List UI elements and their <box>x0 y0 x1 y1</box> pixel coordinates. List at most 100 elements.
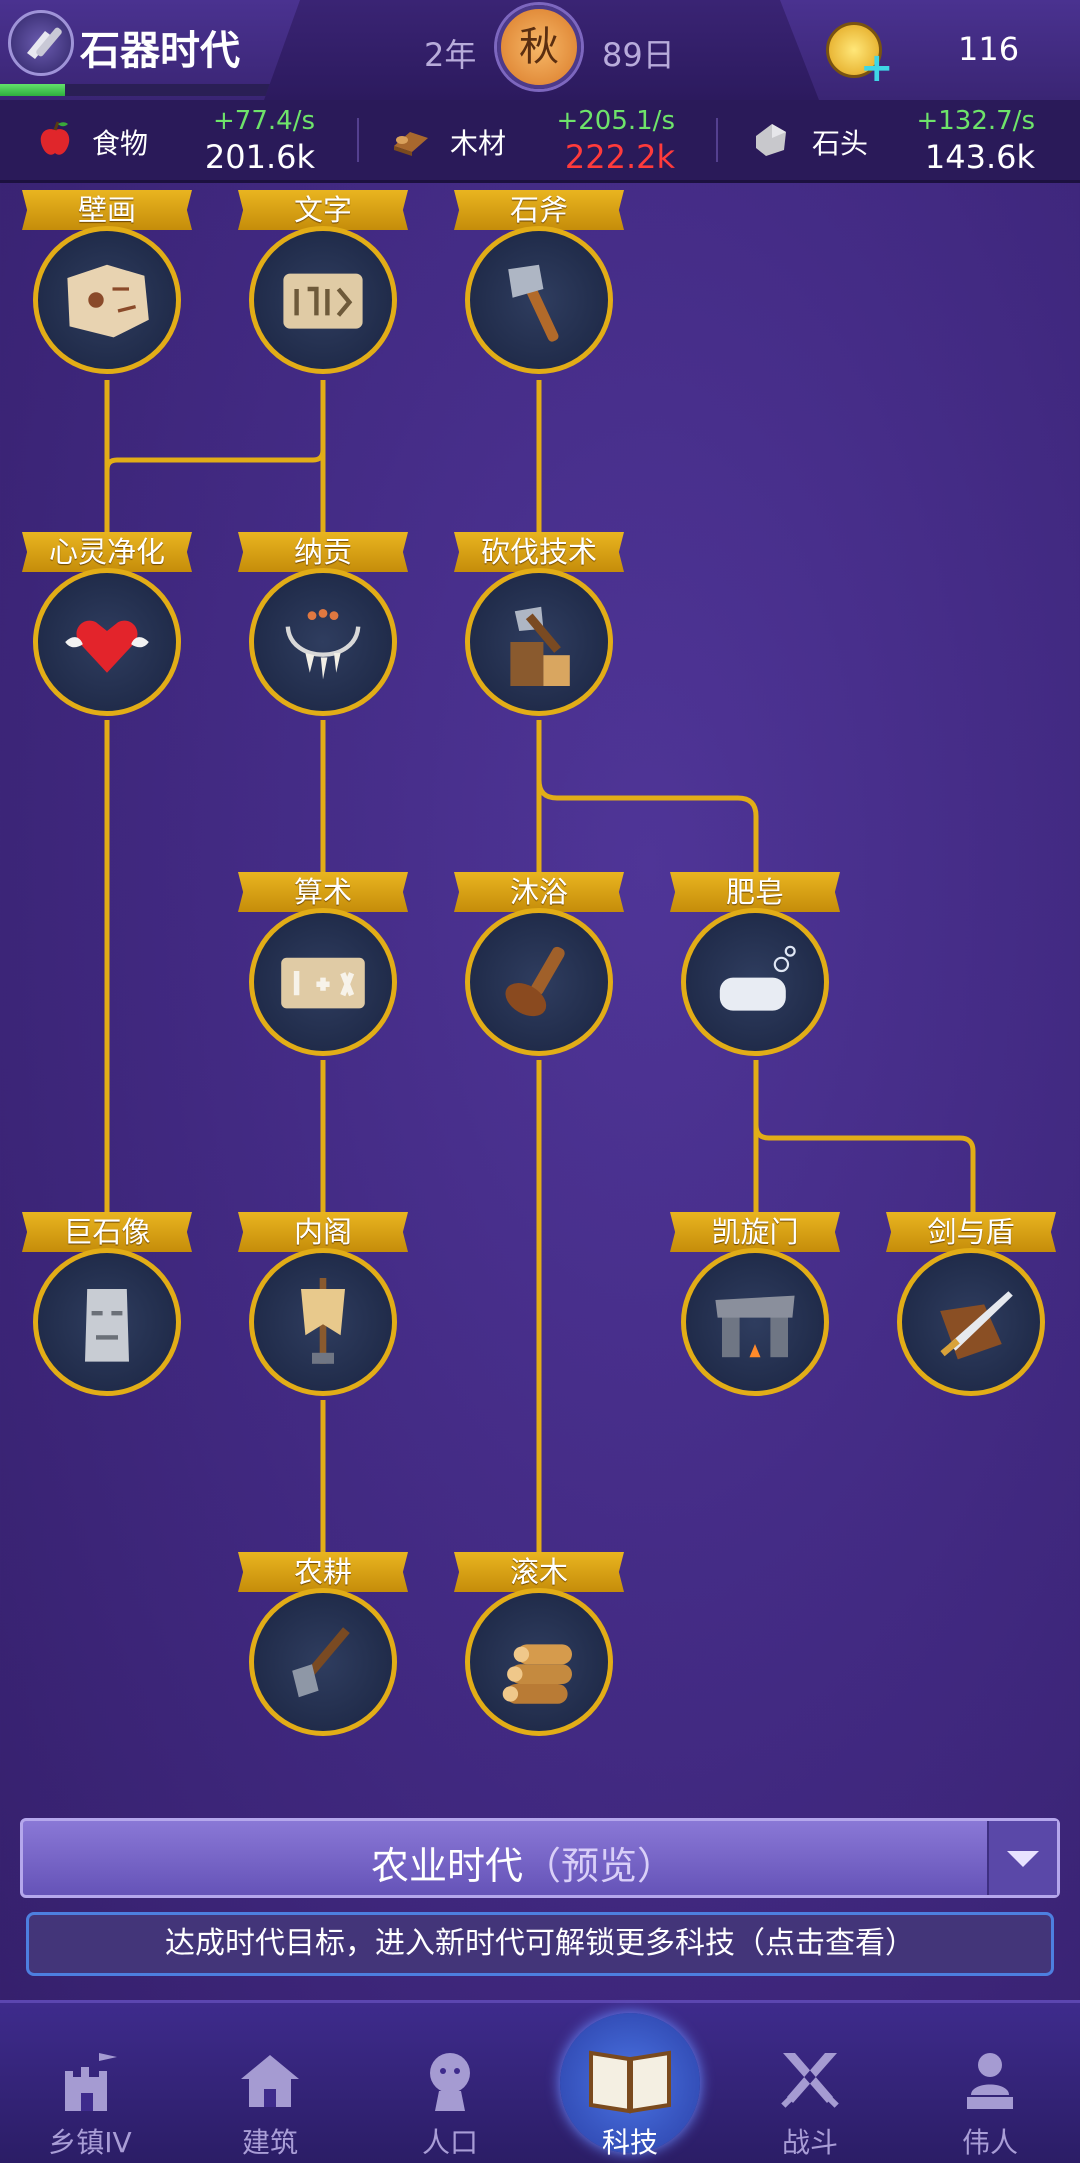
era-title: 石器时代 <box>80 28 240 74</box>
resource-amount: 143.6k <box>924 138 1035 176</box>
next-era-preview: （预览） <box>523 1844 676 1888</box>
era-progress-fill <box>0 84 65 96</box>
era-panel[interactable]: 石器时代 <box>0 0 300 100</box>
season-badge: 秋 <box>497 5 581 89</box>
era-goal-button[interactable]: 达成时代目标，进入新时代可解锁更多科技（点击查看） <box>26 1912 1054 1976</box>
tech-node-moai[interactable]: 巨石像 <box>22 1200 192 1396</box>
add-gold-icon[interactable]: + <box>860 45 894 91</box>
wood-log-icon <box>394 132 428 156</box>
bone-math-icon <box>249 908 397 1056</box>
resource-bar: 食物 +77.4/s 201.6k 木材 +205.1/s 222.2k 石头 … <box>0 100 1080 183</box>
nav-great-people[interactable]: 伟人 <box>900 2003 1080 2163</box>
next-era-title: 农业时代（预览） <box>23 1835 1023 1890</box>
hoe-icon <box>249 1588 397 1736</box>
date-year: 2年 <box>424 36 477 74</box>
resource-label: 石头 <box>812 127 869 160</box>
log-pile-icon <box>465 1588 613 1736</box>
tech-node-soap[interactable]: 肥皂 <box>670 860 840 1056</box>
tech-node-label: 滚木 <box>454 1552 624 1592</box>
divider <box>357 118 359 162</box>
tech-node-label: 沐浴 <box>454 872 624 912</box>
tech-node-writing[interactable]: 文字 <box>238 178 408 374</box>
gold-count: 116 <box>958 30 1020 68</box>
tech-node-purification[interactable]: 心灵净化 <box>22 520 192 716</box>
next-era-name: 农业时代 <box>370 1844 523 1888</box>
writing-tablet-icon <box>249 226 397 374</box>
tech-node-arch[interactable]: 凯旋门 <box>670 1200 840 1396</box>
tech-node-tribute[interactable]: 纳贡 <box>238 520 408 716</box>
nav-label: 建筑 <box>241 2126 298 2159</box>
resource-rate: +77.4/s <box>213 106 315 136</box>
tech-node-label: 壁画 <box>22 190 192 230</box>
tech-node-label: 纳贡 <box>238 532 408 572</box>
resource-amount: 222.2k <box>564 138 675 176</box>
resource-rate: +205.1/s <box>556 106 675 136</box>
person-head-icon <box>430 2053 470 2111</box>
tech-node-label: 肥皂 <box>670 872 840 912</box>
chevron-down-icon[interactable] <box>987 1821 1057 1895</box>
statue-bust-icon <box>967 2053 1013 2109</box>
nav-label: 人口 <box>421 2126 478 2159</box>
chopping-axe-icon <box>465 568 613 716</box>
tech-node-sword-shield[interactable]: 剑与盾 <box>886 1200 1056 1396</box>
nav-tech[interactable]: 科技 <box>540 2003 720 2163</box>
nav-label: 战斗 <box>781 2126 838 2159</box>
top-bar: 石器时代 2年 秋 89日 + 116 <box>0 0 1080 100</box>
soap-icon <box>681 908 829 1056</box>
gold-coin-icon <box>826 22 882 78</box>
tech-node-logging[interactable]: 砍伐技术 <box>454 520 624 716</box>
nav-population[interactable]: 人口 <box>360 2003 540 2163</box>
tech-node-cabinet[interactable]: 内阁 <box>238 1200 408 1396</box>
nav-town[interactable]: 乡镇IV <box>0 2003 180 2163</box>
resource-rate: +132.7/s <box>916 106 1035 136</box>
tech-node-label: 巨石像 <box>22 1212 192 1252</box>
tech-node-label: 剑与盾 <box>886 1212 1056 1252</box>
nav-label: 科技 <box>601 2126 658 2159</box>
resource-label: 木材 <box>450 127 507 160</box>
tech-node-label: 农耕 <box>238 1552 408 1592</box>
sword-shield-icon <box>897 1248 1045 1396</box>
moai-statue-icon <box>33 1248 181 1396</box>
tech-node-label: 石斧 <box>454 190 624 230</box>
tech-node-stone-axe[interactable]: 石斧 <box>454 178 624 374</box>
nav-buildings[interactable]: 建筑 <box>180 2003 360 2163</box>
next-era-selector[interactable]: 农业时代（预览） <box>20 1818 1060 1898</box>
tech-node-mural[interactable]: 壁画 <box>22 178 192 374</box>
resource-stone[interactable]: 石头 +132.7/s 143.6k <box>720 100 1080 180</box>
tech-node-bathing[interactable]: 沐浴 <box>454 860 624 1056</box>
tech-node-label: 凯旋门 <box>670 1212 840 1252</box>
castle-icon <box>65 2053 117 2111</box>
winged-heart-icon <box>33 568 181 716</box>
stone-age-icon <box>8 10 74 76</box>
tech-node-label: 心灵净化 <box>22 532 192 572</box>
banner-icon <box>249 1248 397 1396</box>
resource-wood[interactable]: 木材 +205.1/s 222.2k <box>360 100 715 180</box>
open-book-icon <box>589 2050 671 2114</box>
nav-label: 乡镇IV <box>48 2126 132 2159</box>
date-day: 89日 <box>602 36 675 74</box>
resource-amount: 201.6k <box>204 138 315 176</box>
tech-node-arithmetic[interactable]: 算术 <box>238 860 408 1056</box>
tech-node-label: 文字 <box>238 190 408 230</box>
house-icon <box>241 2055 299 2107</box>
resource-label: 食物 <box>92 127 149 160</box>
tech-node-label: 内阁 <box>238 1212 408 1252</box>
tech-node-label: 砍伐技术 <box>454 532 624 572</box>
cave-painting-icon <box>33 226 181 374</box>
stone-icon <box>756 124 786 156</box>
nav-battle[interactable]: 战斗 <box>720 2003 900 2163</box>
resource-food[interactable]: 食物 +77.4/s 201.6k <box>0 100 355 180</box>
era-progress-bar <box>0 84 270 96</box>
tooth-necklace-icon <box>249 568 397 716</box>
divider <box>716 118 718 162</box>
nav-label: 伟人 <box>961 2126 1018 2159</box>
bath-brush-icon <box>465 908 613 1056</box>
stone-axe-icon <box>465 226 613 374</box>
bottom-nav: 乡镇IV 建筑 人口 科技 战斗 伟人 <box>0 2000 1080 2163</box>
gold-panel[interactable] <box>780 0 1080 100</box>
apple-icon <box>40 121 70 155</box>
crossed-swords-icon <box>781 2053 839 2108</box>
tech-node-rolling-logs[interactable]: 滚木 <box>454 1540 624 1736</box>
tech-node-farming[interactable]: 农耕 <box>238 1540 408 1736</box>
tech-node-label: 算术 <box>238 872 408 912</box>
